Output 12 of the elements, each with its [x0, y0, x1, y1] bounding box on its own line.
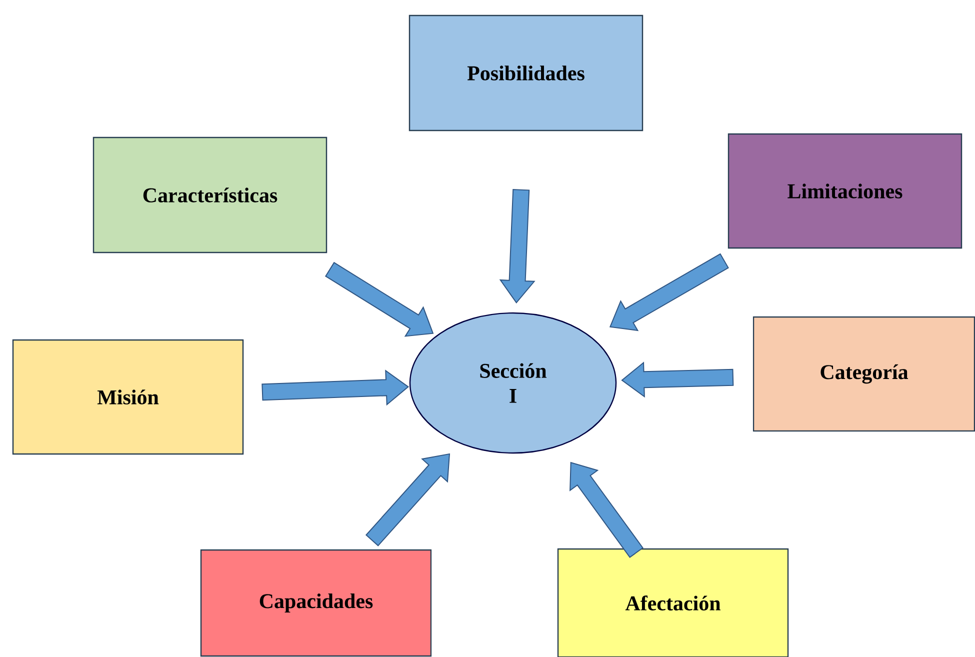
concept-box: Misión	[12, 339, 244, 455]
concept-box: Capacidades	[200, 549, 432, 657]
block-arrow	[570, 462, 644, 558]
block-arrow	[621, 362, 734, 398]
block-arrow	[609, 253, 729, 332]
concept-box: Características	[92, 136, 328, 254]
concept-box: Categoría	[752, 316, 975, 432]
concept-box: Limitaciones	[728, 133, 962, 249]
concept-box: Afectación	[557, 548, 789, 657]
block-arrow	[262, 370, 410, 406]
ellipse-node: Sección I	[409, 312, 617, 454]
concept-box: Posibilidades	[408, 14, 644, 132]
